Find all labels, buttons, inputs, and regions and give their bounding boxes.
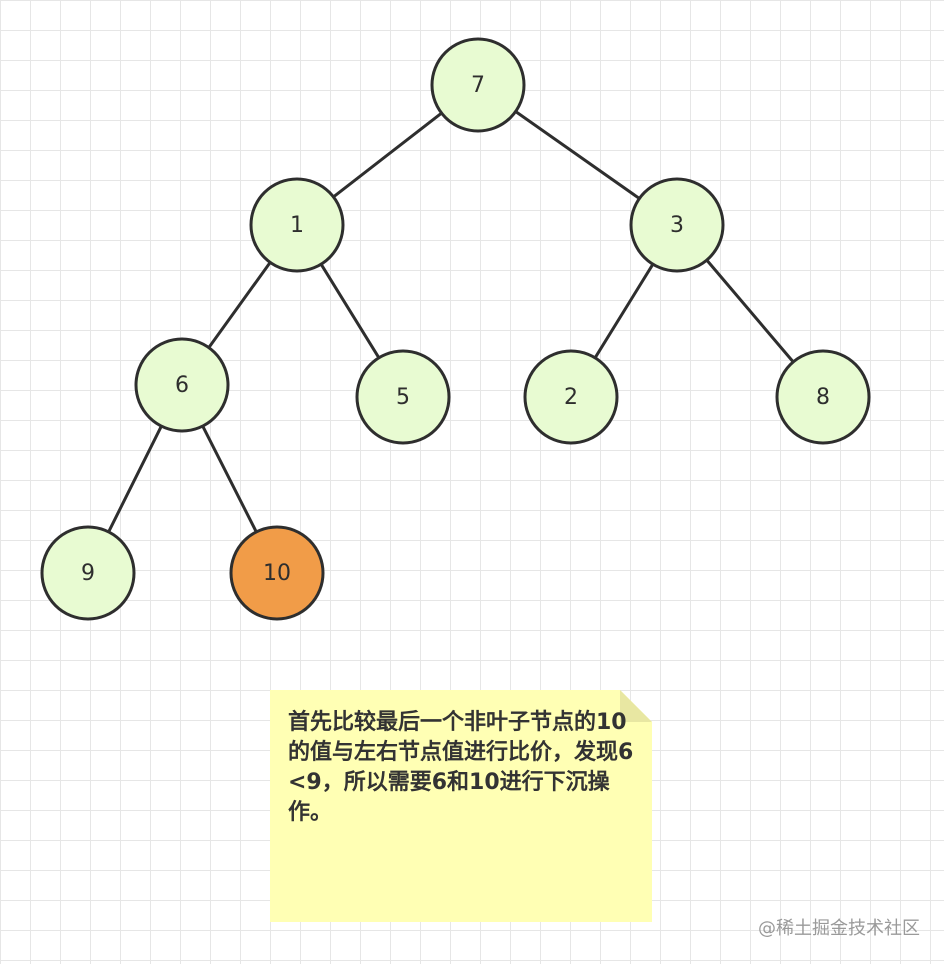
tree-node-circle (629, 177, 725, 273)
tree-node-label: 1 (290, 213, 304, 238)
tree-node-5: 5 (355, 349, 451, 445)
tree-node-circle (40, 525, 136, 621)
tree-node-circle (229, 525, 325, 621)
tree-node-label: 7 (471, 73, 485, 98)
tree-edge (331, 111, 444, 199)
tree-node-9: 9 (40, 525, 136, 621)
sticky-note-body (270, 690, 652, 922)
note-text: 首先比较最后一个非叶子节点的10的值与左右节点值进行比价，发现6<9，所以需要6… (288, 710, 634, 825)
tree-node-circle (134, 337, 230, 433)
tree-node-label: 9 (81, 561, 95, 586)
tree-edges (107, 110, 795, 534)
tree-node-6: 6 (134, 337, 230, 433)
tree-node-circle (775, 349, 871, 445)
tree-node-2: 2 (523, 349, 619, 445)
tree-edge (593, 262, 655, 360)
tree-node-3: 3 (629, 177, 725, 273)
tree-node-circle (523, 349, 619, 445)
tree-nodes: 7 1 3 6 5 2 8 9 10 (40, 37, 871, 621)
sticky-note-shape (270, 690, 652, 922)
tree-node-7: 7 (430, 37, 526, 133)
sticky-note: 首先比较最后一个非叶子节点的10的值与左右节点值进行比价，发现6<9，所以需要6… (270, 690, 652, 922)
tree-node-label: 6 (175, 373, 189, 398)
sticky-note-fold (620, 690, 652, 722)
tree-edge (514, 110, 641, 200)
tree-node-label: 2 (564, 385, 578, 410)
tree-node-label: 8 (816, 385, 830, 410)
tree-node-circle (249, 177, 345, 273)
tree-edge (705, 258, 795, 364)
tree-node-label: 10 (263, 561, 291, 586)
tree-node-8: 8 (775, 349, 871, 445)
tree-edge (201, 424, 258, 534)
tree-node-label: 5 (396, 385, 410, 410)
tree-edge (207, 260, 272, 350)
tree-node-circle (355, 349, 451, 445)
watermark-text: @稀土掘金技术社区 (758, 918, 920, 939)
tree-node-label: 3 (670, 213, 684, 238)
tree-edge (107, 424, 163, 534)
tree-node-circle (430, 37, 526, 133)
tree-edge (319, 262, 381, 360)
tree-node-1: 1 (249, 177, 345, 273)
tree-node-10: 10 (229, 525, 325, 621)
